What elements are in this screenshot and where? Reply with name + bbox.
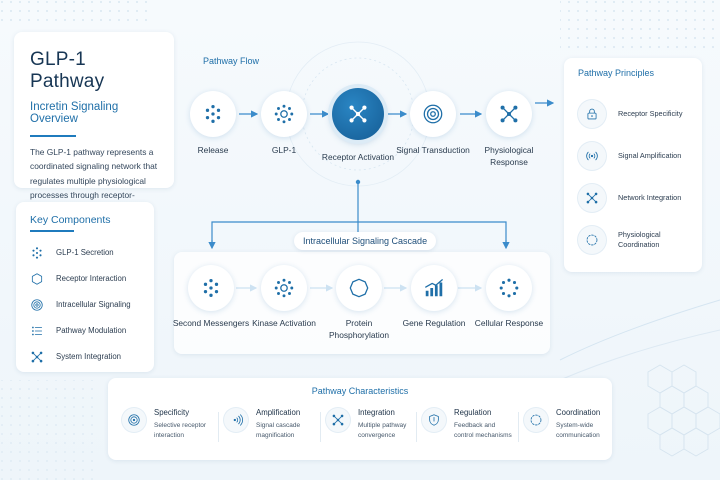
network-icon [332, 414, 344, 426]
key-component-label: GLP-1 Secretion [56, 248, 114, 257]
characteristic-divider [218, 412, 219, 442]
principle-item: Physiological Coordination [578, 226, 698, 254]
signal-icon [586, 151, 598, 161]
cascade-node-protein-phosphorylation[interactable] [336, 265, 382, 311]
principle-label: Signal Amplification [618, 150, 682, 160]
network-icon [31, 351, 43, 362]
flow-node-glp1[interactable] [261, 91, 307, 137]
characteristics-heading: Pathway Characteristics [311, 386, 409, 396]
dots-ring-icon [32, 246, 42, 259]
flow-node-physiological-response[interactable] [486, 91, 532, 137]
concentric-circles-icon [31, 298, 43, 311]
characteristic-description: System-wide communication [556, 422, 600, 439]
signal-waves-icon [233, 414, 243, 426]
hexagon-icon [31, 272, 43, 285]
key-component-item: GLP-1 Secretion [30, 240, 144, 266]
characteristic-description: Multiple pathway convergence [358, 422, 407, 439]
title-divider [30, 135, 76, 137]
characteristic-description: Selective receptor interaction [154, 422, 207, 439]
characteristic-description: Feedback and control mechanisms [454, 422, 512, 439]
pathway-principles-card: Pathway Principles Receptor Specificity … [564, 58, 702, 272]
list-icon [32, 326, 43, 335]
network-icon [349, 105, 367, 123]
dashed-circle-icon [530, 414, 542, 426]
flow-node-label: Release [197, 145, 229, 155]
principle-item: Network Integration [578, 184, 681, 212]
pathway-flow-heading: Pathway Flow [203, 56, 260, 66]
page-subtitle: Incretin Signaling Overview [30, 101, 119, 125]
key-component-item: Pathway Modulation [30, 318, 144, 344]
characteristic-divider [518, 412, 519, 442]
flow-node-receptor-activation[interactable] [332, 88, 384, 140]
title-card: GLP-1 Pathway Incretin Signaling Overvie… [14, 32, 174, 214]
characteristic-name: Integration [358, 408, 395, 417]
principles-heading: Pathway Principles [578, 68, 655, 78]
cascade-node-cellular-response[interactable] [486, 265, 532, 311]
cascade-node-gene-regulation[interactable] [411, 265, 457, 311]
cascade-node-label: Protein Phosphorylation [328, 318, 390, 340]
characteristic-item: Regulation Feedback and control mechanis… [422, 408, 516, 441]
dots-ring-icon [203, 279, 219, 297]
pathway-characteristics-card: Pathway Characteristics Specificity Sele… [108, 378, 612, 460]
characteristic-name: Amplification [256, 408, 301, 417]
concentric-circles-icon [423, 104, 443, 124]
flow-node-release[interactable] [190, 91, 236, 137]
characteristic-name: Specificity [154, 408, 190, 417]
cascade-node-second-messengers[interactable] [188, 265, 234, 311]
characteristic-item: Amplification Signal cascade magnificati… [224, 408, 316, 441]
dots-ring-icon [205, 105, 221, 123]
key-components-card: Key Components GLP-1 Secretion Receptor … [16, 202, 154, 372]
principle-item: Receptor Specificity [578, 100, 682, 128]
network-icon [586, 192, 598, 204]
principle-label: Receptor Specificity [618, 108, 683, 118]
cascade-node-label: Gene Regulation [402, 318, 466, 328]
key-component-label: Intracellular Signaling [56, 300, 131, 309]
key-component-label: Receptor Interaction [56, 274, 127, 283]
characteristic-name: Regulation [454, 408, 492, 417]
target-icon [128, 414, 140, 426]
characteristic-description: Signal cascade magnification [256, 422, 301, 439]
characteristic-divider [320, 412, 321, 442]
dots-ring-icon [499, 278, 519, 298]
key-component-item: System Integration [30, 344, 144, 370]
key-component-label: System Integration [56, 352, 122, 361]
flow-node-signal-transduction[interactable] [410, 91, 456, 137]
flow-node-label: Signal Transduction [396, 145, 470, 155]
cascade-node-kinase-activation[interactable] [261, 265, 307, 311]
flow-node-label: Physiological Response [484, 145, 534, 167]
characteristic-item: Specificity Selective receptor interacti… [122, 408, 218, 441]
key-component-item: Intracellular Signaling [30, 292, 144, 318]
key-component-item: Receptor Interaction [30, 266, 144, 292]
characteristic-divider [416, 412, 417, 442]
network-icon [500, 105, 518, 123]
lock-icon [587, 108, 597, 120]
dots-cluster-icon [274, 104, 294, 124]
key-component-label: Pathway Modulation [56, 326, 127, 335]
principle-item: Signal Amplification [578, 142, 681, 170]
dashed-circle-icon [586, 234, 598, 246]
cascade-node-label: Cellular Response [474, 318, 544, 328]
shield-icon [429, 414, 439, 426]
page-title: GLP-1 Pathway [30, 49, 105, 92]
polygon-icon [349, 278, 369, 298]
characteristic-name: Coordination [556, 408, 601, 417]
dots-cluster-icon [274, 278, 294, 298]
characteristic-item: Integration Multiple pathway convergence [326, 408, 412, 441]
characteristic-item: Coordination System-wide communication [524, 408, 612, 441]
bar-chart-icon [425, 279, 443, 297]
key-components-divider [30, 230, 74, 232]
flow-node-label: Receptor Activation [321, 152, 395, 162]
principle-label: Network Integration [618, 192, 682, 202]
cascade-heading: Intracellular Signaling Cascade [294, 232, 437, 250]
principle-label: Physiological Coordination [618, 229, 661, 250]
key-components-list: GLP-1 Secretion Receptor Interaction Int… [30, 240, 144, 370]
cascade-node-label: Second Messengers [172, 318, 250, 328]
cascade-node-label: Kinase Activation [252, 318, 316, 328]
key-components-heading: Key Components [30, 214, 111, 226]
flow-node-label: GLP-1 [271, 145, 297, 155]
